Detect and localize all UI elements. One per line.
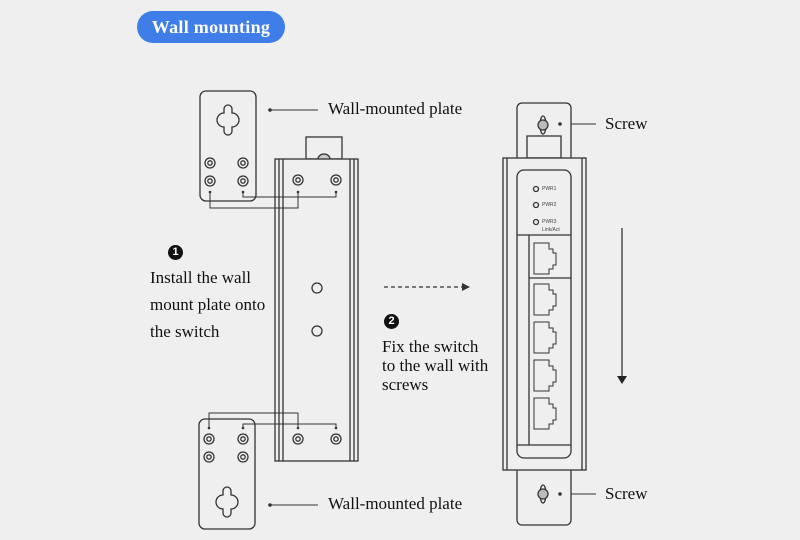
callout-wall-plate-bottom: Wall-mounted plate — [328, 494, 463, 513]
step-2-text: Fix the switch to the wall with screws — [382, 337, 488, 394]
link-act-label: Link/Act — [542, 227, 560, 233]
step-2-line: Fix the switch — [382, 337, 479, 356]
rj45-ports — [533, 242, 557, 430]
switch-side-view — [274, 136, 359, 462]
step-1-text: Install the wall mount plate onto the sw… — [150, 264, 265, 345]
alignment-lines — [208, 192, 337, 428]
section-title-badge: Wall mounting — [137, 11, 285, 43]
step-2-line: to the wall with — [382, 356, 489, 375]
wall-plate-top — [199, 90, 257, 202]
step-2-badge: 2 — [384, 314, 399, 329]
callout-wall-plate-top: Wall-mounted plate — [328, 99, 463, 118]
step-2-line: screws — [382, 375, 429, 394]
callout-screw-bottom: Screw — [605, 484, 648, 503]
led-label-pwr3: PWR3 — [542, 219, 557, 225]
step-1-badge: 1 — [168, 245, 183, 260]
led-label-pwr2: PWR2 — [542, 202, 557, 208]
wall-plate-bottom — [198, 418, 256, 530]
step-1-line: Install the wall — [150, 268, 252, 287]
callout-screw-top: Screw — [605, 114, 648, 133]
switch-front-view — [502, 102, 587, 526]
step-1-line: the switch — [150, 322, 220, 341]
led-label-pwr1: PWR1 — [542, 186, 557, 192]
step-1-line: mount plate onto — [150, 295, 266, 314]
